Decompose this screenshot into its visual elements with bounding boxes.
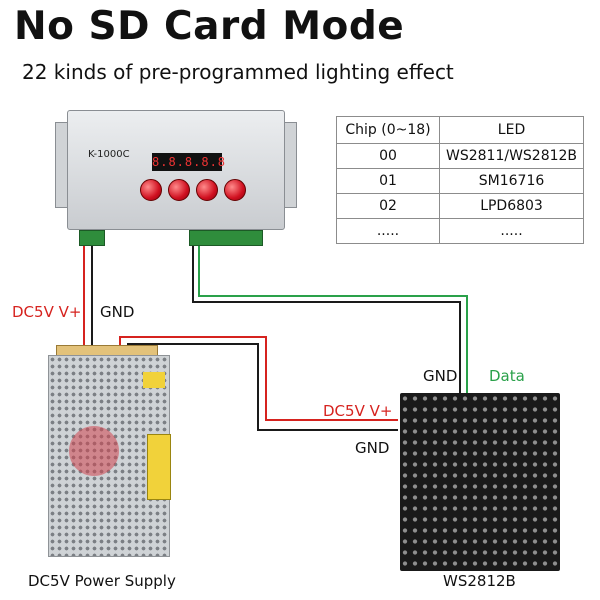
controller-button-2 (168, 179, 190, 201)
table-row: 02 LPD6803 (336, 193, 585, 219)
power-supply-caption: DC5V Power Supply (28, 572, 176, 590)
data-label: Data (489, 367, 525, 385)
page-title: No SD Card Mode (14, 4, 405, 49)
psu-component (69, 426, 119, 476)
matrix-caption: WS2812B (443, 572, 516, 590)
table-cell-chip: 02 (336, 193, 440, 219)
dc5v-label-left: DC5V V+ (12, 303, 82, 321)
table-cell-led: LPD6803 (438, 193, 585, 219)
led-matrix-panel (400, 393, 560, 571)
table-cell-chip: 01 (336, 168, 440, 194)
power-supply-unit (40, 345, 175, 565)
psu-label-sticker (147, 434, 171, 500)
table-row: ..... ..... (336, 218, 585, 244)
caution-sticker (143, 372, 165, 388)
table-header-chip: Chip (0~18) (336, 116, 440, 144)
table-cell-led: SM16716 (438, 168, 585, 194)
table-cell-chip: 00 (336, 143, 440, 169)
table-cell-led: WS2811/WS2812B (438, 143, 585, 169)
table-cell-chip: ..... (336, 218, 440, 244)
red-wire-psu-matrix (119, 336, 398, 421)
controller-body: K-1000C 8.8.8.8.8 (67, 110, 285, 230)
led-controller: K-1000C 8.8.8.8.8 (55, 104, 297, 246)
controller-output-terminal (189, 230, 263, 246)
table-row: 01 SM16716 (336, 168, 585, 194)
table-row: 00 WS2811/WS2812B (336, 143, 585, 169)
table-cell-led: ..... (438, 218, 585, 244)
gnd-label-matrix: GND (355, 439, 390, 457)
controller-button-4 (224, 179, 246, 201)
controller-display: 8.8.8.8.8 (152, 153, 227, 171)
table-header-led: LED (438, 116, 585, 144)
psu-body (48, 355, 171, 557)
green-wire-data-controller-matrix (198, 238, 468, 393)
page-subtitle: 22 kinds of pre-programmed lighting effe… (22, 60, 454, 84)
gnd-label-left: GND (100, 303, 135, 321)
controller-model-label: K-1000C (88, 149, 130, 160)
controller-power-terminal (79, 230, 105, 246)
controller-button-3 (196, 179, 218, 201)
gnd-label-matrix-top: GND (423, 367, 458, 385)
dc5v-label-matrix: DC5V V+ (323, 402, 393, 420)
black-wire-gnd-controller-matrix (192, 238, 461, 393)
chip-table: Chip (0~18) LED 00 WS2811/WS2812B 01 SM1… (336, 116, 585, 244)
controller-button-1 (140, 179, 162, 201)
table-header-row: Chip (0~18) LED (336, 116, 585, 144)
